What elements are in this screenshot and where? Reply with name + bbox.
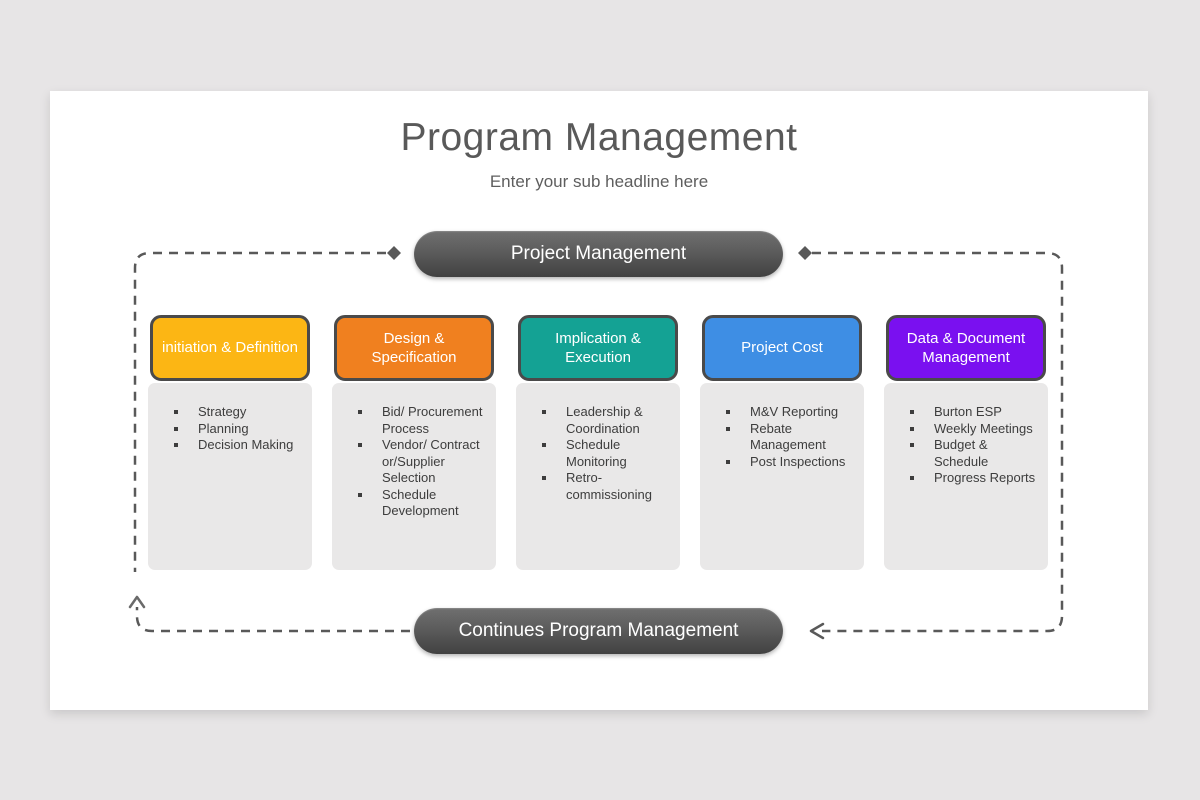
list-item-text: Vendor/ Contract or/Supplier Selection (382, 437, 480, 485)
bullet-icon (910, 443, 914, 447)
list-item-text: Weekly Meetings (934, 420, 1033, 436)
column-card-initiation-definition: Strategy Planning Decision Making (148, 383, 312, 570)
list-item-text: Schedule Monitoring (566, 437, 627, 469)
list-item-text: Progress Reports (934, 470, 1036, 485)
column-header-label: Project Cost (741, 339, 823, 357)
column-header-implication-execution: Implication & Execution (518, 315, 678, 381)
list-item-text: Retro-commissioning (566, 470, 652, 502)
page-title: Program Management (400, 116, 798, 159)
page-subtitle: Enter your sub headline here (489, 172, 709, 191)
top-pill-label: Project Management (510, 243, 687, 264)
bullet-icon (358, 443, 362, 447)
bullet-icon (174, 443, 178, 447)
list-item-text: Bid/ Procurement Process (382, 404, 483, 436)
bullet-icon (358, 410, 362, 414)
bullet-icon (542, 410, 546, 414)
list-item-text: Strategy (198, 404, 247, 419)
column-card-implication-execution: Leadership & Coordination Schedule Monit… (516, 383, 680, 570)
list-item: Strategy (174, 404, 306, 421)
top-pill-project-management: Project Management (414, 231, 783, 277)
list-item: Budget & Schedule (910, 437, 1042, 470)
list-item-text: Burton ESP (934, 404, 1002, 419)
bullet-icon (910, 426, 914, 431)
column-header-label: initiation & Definition (162, 339, 298, 357)
column-header-label: Data & Document Management (906, 329, 1026, 366)
list-item-text: Schedule Development (382, 486, 459, 519)
bullet-icon (174, 426, 178, 431)
list-item: Progress Reports (910, 470, 1042, 487)
bottom-pill-label: Continues Program Management (458, 620, 739, 641)
list-item: Leadership & Coordination (542, 404, 674, 437)
column-header-design-specification: Design & Specification (334, 315, 494, 381)
list-item-text: Decision Making (198, 437, 294, 452)
bullet-icon (174, 410, 178, 414)
list-item: Rebate Management (726, 421, 858, 454)
bullet-icon (910, 410, 914, 414)
list-item: Post Inspections (726, 454, 858, 471)
bullet-icon (358, 492, 362, 497)
list-item: Schedule Development (358, 487, 490, 520)
bullet-icon (726, 410, 730, 414)
column-card-project-cost: M&V Reporting Rebate Management Post Ins… (700, 383, 864, 570)
column-card-design-specification: Bid/ Procurement Process Vendor/ Contrac… (332, 383, 496, 570)
list-item: Planning (174, 421, 306, 438)
bullet-icon (726, 426, 730, 431)
list-item: Decision Making (174, 437, 306, 454)
list-item-text: Planning (198, 420, 249, 436)
column-header-data-document-management: Data & Document Management (886, 315, 1046, 381)
column-item-list: M&V Reporting Rebate Management Post Ins… (700, 383, 864, 470)
list-item: Retro-commissioning (542, 470, 674, 503)
column-item-list: Strategy Planning Decision Making (148, 383, 312, 454)
column-header-label: Design & Specification (371, 329, 457, 366)
list-item: Weekly Meetings (910, 421, 1042, 438)
bullet-icon (910, 476, 914, 480)
list-item: Vendor/ Contract or/Supplier Selection (358, 437, 490, 487)
list-item-text: Leadership & Coordination (566, 404, 643, 436)
column-card-data-document-management: Burton ESP Weekly Meetings Budget & Sche… (884, 383, 1048, 570)
column-item-list: Leadership & Coordination Schedule Monit… (516, 383, 680, 503)
list-item: M&V Reporting (726, 404, 858, 421)
list-item-text: M&V Reporting (750, 404, 839, 419)
column-item-list: Burton ESP Weekly Meetings Budget & Sche… (884, 383, 1048, 487)
column-item-list: Bid/ Procurement Process Vendor/ Contrac… (332, 383, 496, 520)
bottom-pill-continues-program-management: Continues Program Management (414, 608, 783, 654)
bullet-icon (726, 459, 730, 464)
column-header-initiation-definition: initiation & Definition (150, 315, 310, 381)
list-item-text: Budget & Schedule (934, 437, 989, 469)
list-item: Schedule Monitoring (542, 437, 674, 470)
column-header-label: Implication & Execution (555, 329, 641, 366)
column-header-project-cost: Project Cost (702, 315, 862, 381)
list-item: Burton ESP (910, 404, 1042, 421)
bullet-icon (542, 476, 546, 480)
bullet-icon (542, 443, 546, 447)
list-item-text: Post Inspections (750, 453, 846, 469)
list-item-text: Rebate Management (750, 420, 826, 453)
list-item: Bid/ Procurement Process (358, 404, 490, 437)
